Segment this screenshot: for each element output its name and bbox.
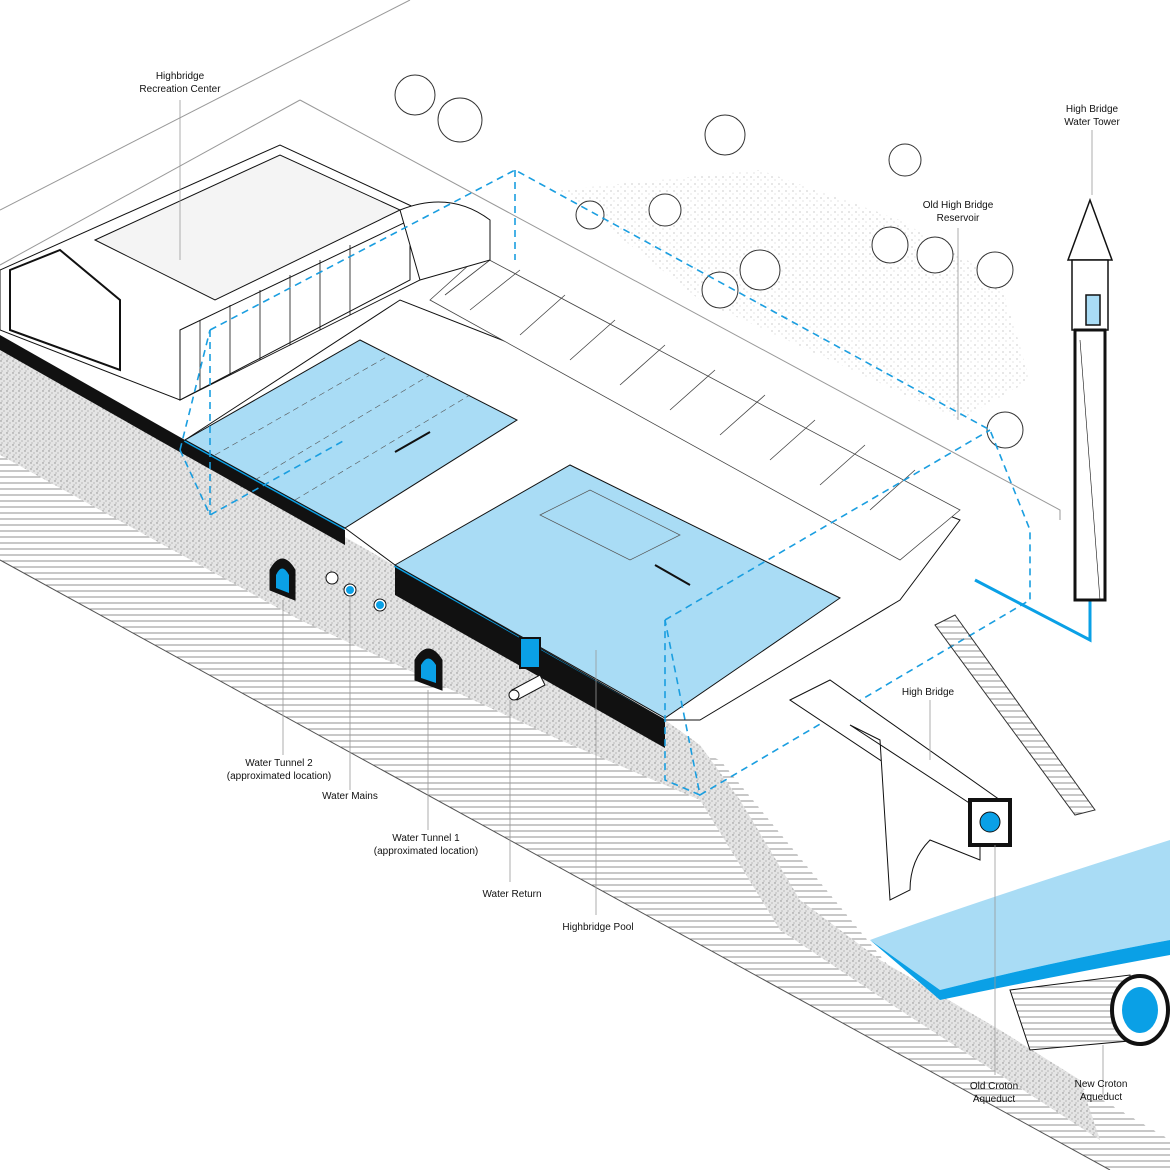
label-water-mains: Water Mains — [322, 791, 378, 802]
water-mains — [325, 571, 387, 612]
ground-line — [0, 559, 1111, 1170]
park-area — [560, 170, 1030, 420]
water-tower — [1066, 197, 1114, 602]
river — [870, 840, 1170, 990]
water-tunnel-1 — [414, 648, 443, 691]
bleachers — [429, 254, 961, 561]
section-cut — [185, 440, 345, 545]
water-tunnel-2 — [269, 558, 296, 601]
stairs — [934, 614, 1096, 816]
section-cut — [0, 335, 185, 455]
ground-speckle — [0, 340, 1100, 1140]
new-croton-aqueduct — [1009, 974, 1170, 1051]
label-water-tunnel-1: Water Tunnel 1(approximated location) — [373, 833, 479, 857]
label-water-tunnel-2: Water Tunnel 2(approximated location) — [226, 758, 332, 782]
trees — [394, 74, 1024, 449]
water-return — [508, 674, 546, 701]
high-bridge — [789, 679, 1012, 901]
label-water-return: Water Return — [482, 889, 542, 900]
upper-pool — [183, 339, 519, 529]
lower-pool — [393, 464, 841, 719]
label-high-bridge: High Bridge — [901, 687, 955, 698]
label-highbridge-pool: Highbridge Pool — [562, 922, 634, 933]
recreation-center — [0, 144, 491, 401]
leader-lines — [179, 100, 1104, 1095]
reservoir-outline — [179, 169, 1031, 797]
streets — [0, 0, 1061, 520]
pool-door — [519, 637, 541, 669]
